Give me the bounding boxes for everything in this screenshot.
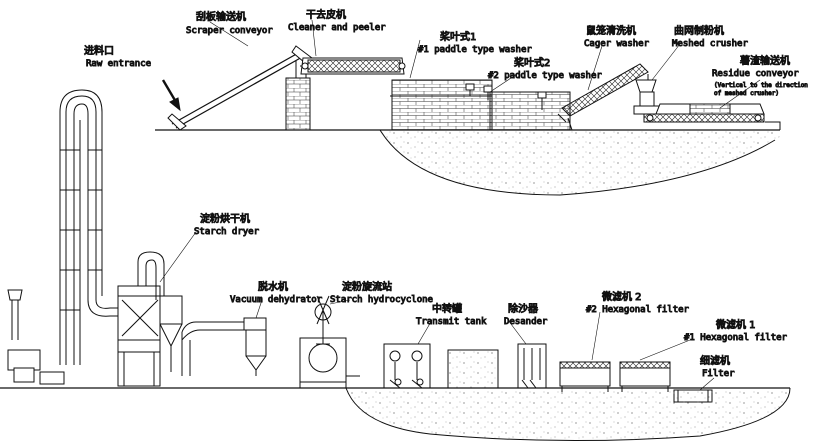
residue-label-zh: 薯渣输送机 (740, 54, 790, 67)
meshed-crusher (633, 74, 661, 115)
hexagonal-filter-2 (559, 361, 611, 392)
starch-dryer-ductwork (7, 89, 250, 387)
hexfilter1-label-zh: 微滤机 1 (716, 318, 756, 331)
dryer-label-en: Starch dryer (194, 227, 260, 237)
transmit-label-zh: 中转罐 (432, 302, 462, 315)
filter-label-zh: 细滤机 (700, 354, 730, 367)
hexfilter1-label-en: #1 Hexagonal filter (684, 333, 788, 343)
residue-label-en: Residue conveyor (712, 69, 799, 79)
scraper-label-zh: 刮板输送机 (196, 10, 246, 23)
desander (447, 343, 547, 389)
dryer-label-zh: 淀粉烘干机 (200, 212, 250, 225)
residue-note-line1: (Vertical to the direction (714, 82, 808, 89)
raw-entrance-label-en: Raw entrance (86, 59, 151, 69)
crusher-label-zh: 曲网制粉机 (674, 24, 724, 37)
vacuum-dehydrator (243, 317, 267, 376)
hydrocyclone-label-zh: 淀粉旋流站 (342, 280, 392, 293)
dehydrator-label-en: Vacuum dehydrator (230, 295, 323, 305)
labels: 进料口 Raw entrance 刮板输送机 Scraper conveyor … (84, 8, 809, 380)
washer1-label-zh: 桨叶式1 (440, 30, 476, 43)
hexfilter2-label-zh: 微滤机 2 (602, 290, 642, 303)
cager-washer (557, 63, 649, 131)
desander-label-en: Desander (504, 317, 548, 327)
raw-entrance-arrow-icon (161, 79, 181, 112)
upper-ground (155, 121, 781, 196)
washer1-label-en: #1 paddle type washer (418, 45, 532, 55)
filter-label-en: Filter (702, 369, 735, 379)
paddle-washers (390, 79, 571, 131)
cleaner-label-zh: 干去皮机 (306, 8, 346, 21)
residue-note-line2: of meshed crusher) (714, 90, 779, 97)
transmit-tank (383, 343, 431, 389)
washer2-label-zh: 桨叶式2 (514, 56, 550, 69)
hexfilter2-label-en: #2 Hexagonal filter (586, 305, 690, 315)
raw-entrance-label-zh: 进料口 (84, 44, 114, 57)
cleaner-and-peeler (285, 57, 406, 131)
leader-lines (159, 19, 761, 391)
cager-label-en: Cager washer (584, 39, 650, 49)
residue-conveyor (643, 103, 765, 123)
starch-hydrocyclone (299, 295, 360, 388)
washer2-label-en: #2 paddle type washer (488, 71, 602, 81)
hydrocyclone-label-en: Starch hydrocyclone (330, 295, 433, 305)
cleaner-label-en: Cleaner and peeler (288, 23, 386, 33)
desander-label-zh: 除沙器 (508, 302, 538, 315)
cager-label-zh: 鼠笼清洗机 (586, 24, 636, 37)
hexagonal-filter-1 (619, 361, 671, 392)
transmit-label-en: Transmit tank (416, 317, 487, 327)
scraper-label-en: Scraper conveyor (186, 26, 273, 36)
crusher-label-en: Meshed crusher (672, 39, 748, 49)
lower-ground (0, 387, 791, 442)
dehydrator-label-zh: 脱水机 (258, 280, 288, 293)
